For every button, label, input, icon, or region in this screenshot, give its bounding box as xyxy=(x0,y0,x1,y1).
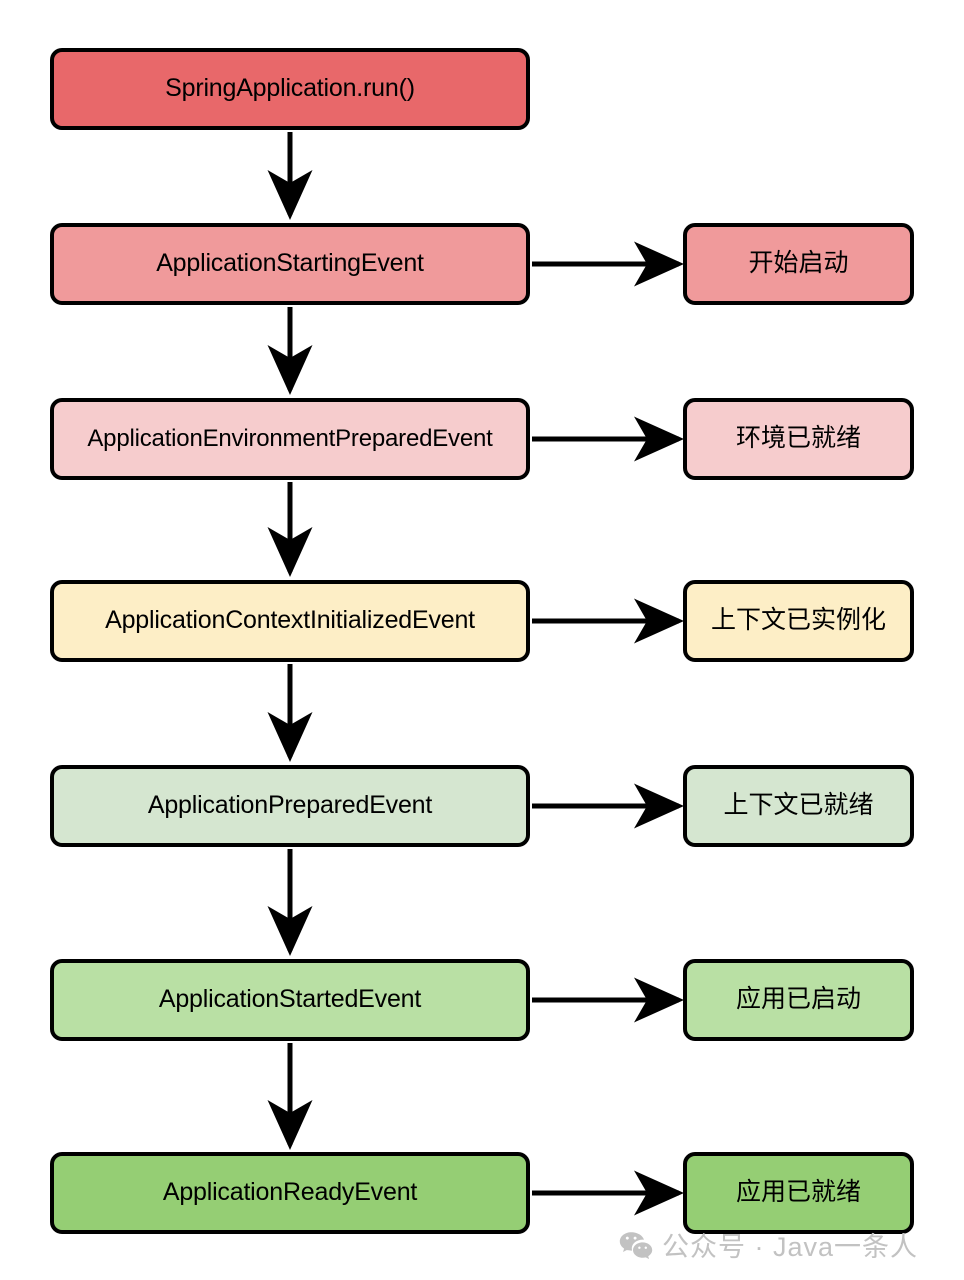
node-description-context-instantiated-label: 上下文已实例化 xyxy=(710,606,886,635)
node-application-started-event-label: ApplicationStartedEvent xyxy=(158,985,422,1014)
node-application-context-initialized-event-label: ApplicationContextInitializedEvent xyxy=(105,606,475,635)
node-description-application-ready-label: 应用已就绪 xyxy=(735,1178,861,1207)
node-application-environment-prepared-event-label: ApplicationEnvironmentPreparedEvent xyxy=(87,424,493,452)
node-application-started-event[interactable]: ApplicationStartedEvent xyxy=(50,959,530,1041)
node-application-prepared-event[interactable]: ApplicationPreparedEvent xyxy=(50,765,530,847)
node-description-starting[interactable]: 开始启动 xyxy=(683,223,914,305)
watermark-text: 公众号 · Java一条人 xyxy=(661,1232,918,1262)
node-application-ready-event-label: ApplicationReadyEvent xyxy=(162,1178,418,1207)
node-description-application-ready[interactable]: 应用已就绪 xyxy=(683,1152,914,1234)
node-application-environment-prepared-event[interactable]: ApplicationEnvironmentPreparedEvent xyxy=(50,398,530,480)
node-description-environment-ready-label: 环境已就绪 xyxy=(735,424,861,453)
node-description-context-instantiated[interactable]: 上下文已实例化 xyxy=(683,580,914,662)
node-description-environment-ready[interactable]: 环境已就绪 xyxy=(683,398,914,480)
node-application-starting-event-label: ApplicationStartingEvent xyxy=(156,249,424,278)
node-spring-application-run-label: SpringApplication.run() xyxy=(165,74,415,103)
node-application-context-initialized-event[interactable]: ApplicationContextInitializedEvent xyxy=(50,580,530,662)
watermark: 公众号 · Java一条人 xyxy=(619,1225,918,1264)
node-description-context-ready[interactable]: 上下文已就绪 xyxy=(683,765,914,847)
node-spring-application-run[interactable]: SpringApplication.run() xyxy=(50,48,530,130)
node-application-starting-event[interactable]: ApplicationStartingEvent xyxy=(50,223,530,305)
node-application-ready-event[interactable]: ApplicationReadyEvent xyxy=(50,1152,530,1234)
node-description-application-started-label: 应用已启动 xyxy=(735,985,861,1014)
node-description-context-ready-label: 上下文已就绪 xyxy=(723,791,874,820)
node-description-application-started[interactable]: 应用已启动 xyxy=(683,959,914,1041)
node-application-prepared-event-label: ApplicationPreparedEvent xyxy=(147,791,433,820)
node-description-starting-label: 开始启动 xyxy=(748,249,849,278)
wechat-icon xyxy=(619,1231,653,1259)
